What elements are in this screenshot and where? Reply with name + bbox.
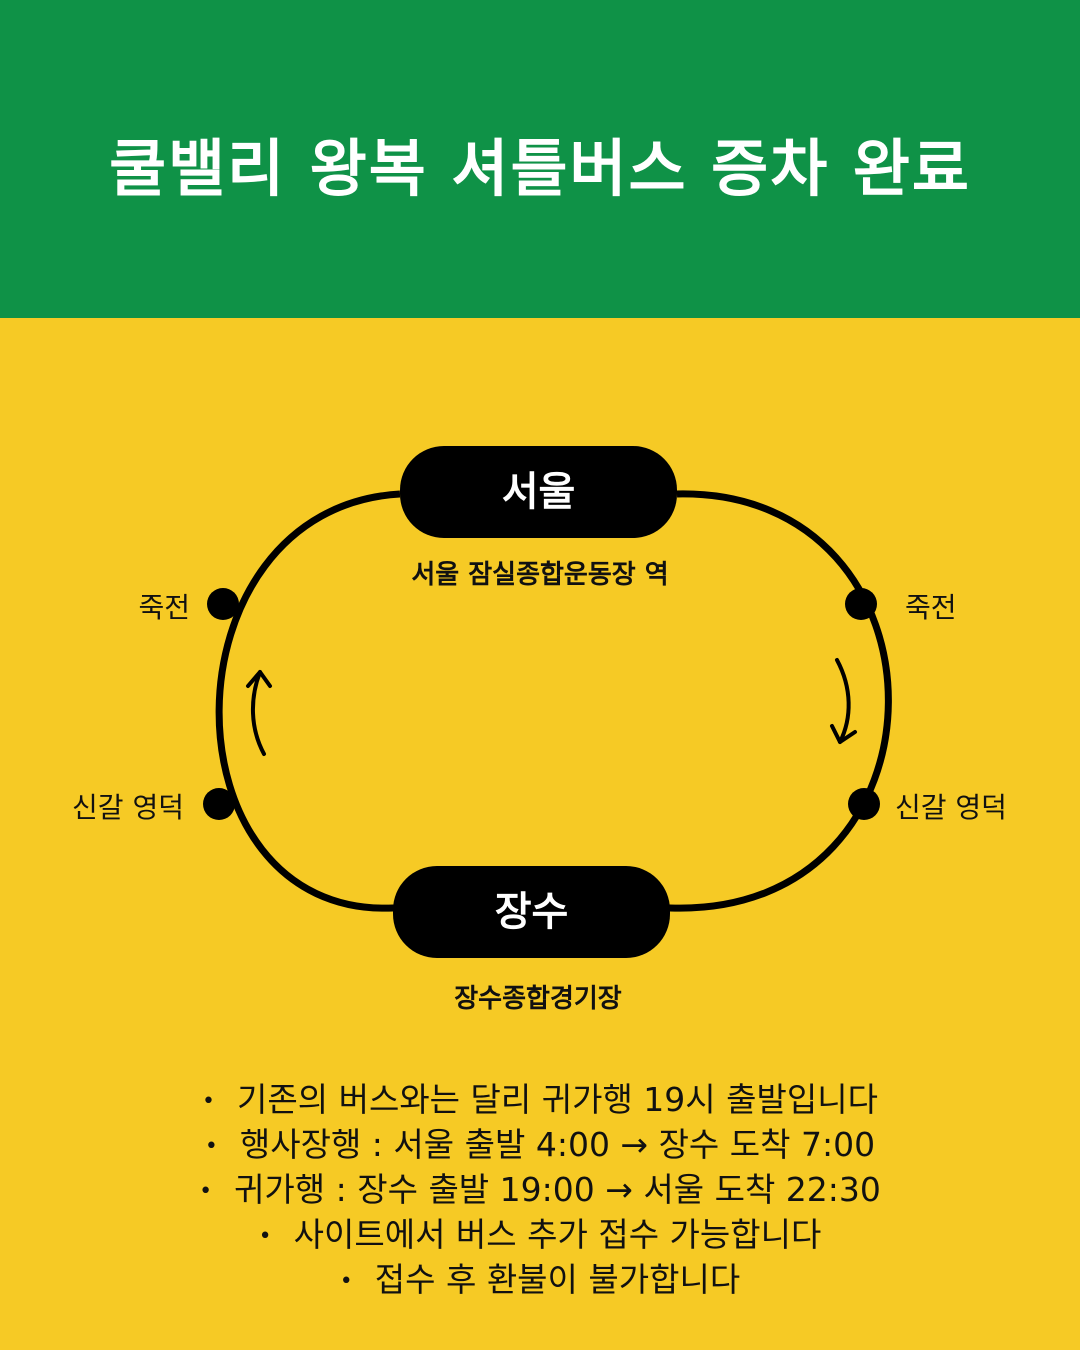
bullet-icon: • (258, 1224, 272, 1249)
note-item: • 사이트에서 버스 추가 접수 가능합니다 (0, 1213, 1080, 1258)
stop-label-right-lower: 신갈 영덕 (895, 791, 1007, 824)
stop-label-right-upper: 죽전 (905, 591, 957, 624)
stop-label-left-lower: 신갈 영덕 (72, 791, 184, 824)
station-name-jangsu: 장수 (494, 889, 569, 935)
note-text: 사이트에서 버스 추가 접수 가능합니다 (293, 1215, 822, 1254)
note-item: • 접수 후 환불이 불가합니다 (0, 1258, 1080, 1303)
station-pill-seoul: 서울 (400, 446, 677, 538)
header-banner: 쿨밸리 왕복 셔틀버스 증차 완료 (0, 0, 1080, 318)
route-diagram: 서울 서울 잠실종합운동장 역 장수 장수종합경기장 죽전 신갈 영덕 죽전 신… (0, 318, 1080, 1058)
station-caption-jangsu: 장수종합경기장 (454, 984, 622, 1014)
station-name-seoul: 서울 (501, 469, 576, 515)
station-pill-jangsu: 장수 (393, 866, 670, 958)
page-title: 쿨밸리 왕복 셔틀버스 증차 완료 (109, 132, 971, 205)
bullet-icon: • (202, 1089, 216, 1114)
stop-dot-right-upper (845, 588, 877, 620)
stop-label-left-upper: 죽전 (138, 591, 190, 624)
notes-list: • 기존의 버스와는 달리 귀가행 19시 출발입니다 • 행사장행 : 서울 출발… (0, 1078, 1080, 1303)
note-text: 접수 후 환불이 불가합니다 (374, 1260, 741, 1299)
note-item: • 귀가행 : 장수 출발 19:00 → 서울 도착 22:30 (0, 1168, 1080, 1213)
stop-dot-left-upper (207, 588, 239, 620)
note-item: • 행사장행 : 서울 출발 4:00 → 장수 도착 7:00 (0, 1123, 1080, 1168)
station-caption-seoul: 서울 잠실종합운동장 역 (411, 560, 669, 590)
curved-arrow-down-icon (830, 658, 857, 744)
note-text: 행사장행 : 서울 출발 4:00 → 장수 도착 7:00 (239, 1125, 876, 1164)
bullet-icon: • (204, 1134, 218, 1159)
note-text: 귀가행 : 장수 출발 19:00 → 서울 도착 22:30 (234, 1170, 881, 1209)
bullet-icon: • (199, 1179, 213, 1204)
stop-dot-right-lower (848, 788, 880, 820)
note-item: • 기존의 버스와는 달리 귀가행 19시 출발입니다 (0, 1078, 1080, 1123)
note-text: 기존의 버스와는 달리 귀가행 19시 출발입니다 (237, 1080, 878, 1119)
curved-arrow-up-icon (246, 670, 272, 756)
route-loop (203, 490, 892, 912)
bullet-icon: • (339, 1269, 353, 1294)
stop-dot-left-lower (203, 788, 235, 820)
